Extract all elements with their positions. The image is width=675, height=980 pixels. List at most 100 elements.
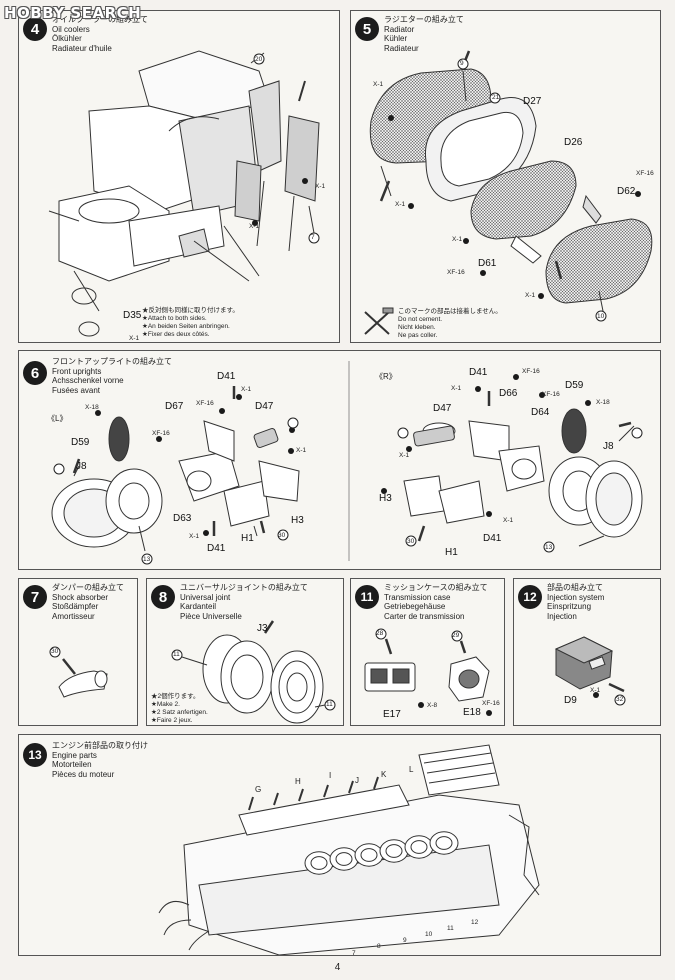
step-6-l-d41-bot: D41 [207, 543, 226, 554]
step-13-titles: エンジン前部品の取り付け Engine parts Motorteilen Pi… [52, 741, 148, 779]
transmission-case-illustration [364, 628, 492, 716]
step-11-part-29: 29 [452, 632, 460, 639]
step-7-panel: 7 ダンパーの組み立て Shock absorber Stoßdämpfer A… [18, 578, 138, 726]
step-8-title-jp: ユニバーサルジョイントの組み立て [180, 583, 308, 592]
step-4-part-x1-b: X-1 [249, 223, 260, 230]
step-11-part-e18: E18 [463, 707, 481, 718]
step-6-r-h3: H3 [379, 493, 392, 504]
step-8-title-fr: Pièce Universelle [180, 611, 242, 621]
step-13-title-de: Motorteilen [52, 760, 92, 769]
step-5-part-x1-d: X-1 [525, 292, 536, 299]
step-5-part-x1-b: X-1 [395, 201, 406, 208]
step-12-part-d9: D9 [564, 695, 577, 706]
step-5-part-d61: D61 [478, 258, 497, 269]
step-6-l-h3: H3 [291, 515, 304, 526]
step-8-part-11-b: 11 [326, 701, 333, 708]
step-7-titles: ダンパーの組み立て Shock absorber Stoßdämpfer Amo… [52, 583, 124, 621]
step-13-letter-i: I [329, 771, 332, 780]
step-13-letter-l: L [409, 765, 414, 774]
step-5-number: 5 [355, 17, 379, 41]
step-13-num-7: 7 [352, 950, 356, 956]
step-11-panel: 11 ミッションケースの組み立て Transmission case Getri… [350, 578, 505, 726]
step-4-part-20: 20 [255, 56, 263, 63]
step-4-note: ★反対側も同様に取り付けます。 ★Attach to both sides. ★… [142, 307, 239, 339]
step-7-part-30: 30 [51, 648, 59, 655]
engine-bore [335, 852, 353, 866]
step-5-note-fr: Ne pas coller. [398, 332, 438, 339]
step-6-r-h1: H1 [445, 547, 458, 558]
step-5-titles: ラジエターの組み立て Radiator Kühler Radiateur [384, 15, 464, 53]
step-5-title-en: Radiator [384, 24, 415, 34]
step-4-number: 4 [23, 17, 47, 41]
step-5-note-jp: このマークの部品は接着しません。 [398, 308, 502, 315]
step-13-panel: 13 エンジン前部品の取り付け Engine parts Motorteilen… [18, 734, 661, 956]
step-5-title-de: Kühler [384, 34, 408, 43]
step-13-num-10: 10 [425, 931, 433, 938]
engine-bore [435, 836, 453, 850]
front-upright-illustration [51, 361, 643, 565]
step-4-part-x1-c: X-1 [129, 335, 140, 342]
step-8-part-11-a: 11 [173, 651, 180, 658]
engine-illustration [158, 744, 540, 955]
injection-system-illustration [554, 636, 626, 706]
engine-bore [360, 848, 378, 862]
step-6-l-h1: H1 [241, 533, 254, 544]
step-6-title-fr: Fusées avant [52, 385, 101, 395]
step-6-l-d67: D67 [165, 401, 184, 412]
step-6-l-xf16-a: XF-16 [152, 430, 170, 437]
step-8-note-jp: ★2個作ります。 [151, 693, 200, 700]
page-number: 4 [334, 962, 341, 973]
step-6-r-d66: D66 [499, 388, 518, 399]
step-12-panel: 12 部品の組み立て Injection system Einspritzung… [513, 578, 661, 726]
step-11-number: 11 [355, 585, 379, 609]
step-6-l-d47: D47 [255, 401, 274, 412]
step-4-part-x1-a: X-1 [315, 183, 326, 190]
step-11-part-xf16: XF-16 [482, 700, 500, 707]
step-6-r-x1-low: X-1 [503, 517, 514, 524]
step-5-part-x1-a: X-1 [373, 81, 384, 88]
step-6-r-xf16-b: XF-16 [542, 391, 560, 398]
step-12-title-de: Einspritzung [547, 602, 592, 611]
step-5-part-21: 21 [492, 94, 500, 101]
step-8-note-en: ★Make 2. [151, 701, 180, 708]
step-8-note-de: ★2 Satz anfertigen. [151, 709, 208, 716]
step-11-part-e17: E17 [383, 709, 401, 720]
step-6-r-13: 13 [545, 544, 553, 551]
step-6-l-d41-top: D41 [217, 371, 236, 382]
step-8-part-j3: J3 [257, 623, 268, 634]
engine-bore [385, 844, 403, 858]
step-7-title-en: Shock absorber [52, 592, 109, 602]
oil-cooler-illustration [48, 50, 320, 337]
radiator-illustration [369, 50, 653, 322]
engine-bore [310, 856, 328, 870]
step-4-note-fr: ★Fixer des deux côtés. [142, 331, 210, 338]
step-13-letter-g: G [255, 785, 262, 794]
step-13-letter-h: H [295, 777, 301, 786]
step-13-num-9: 9 [403, 937, 407, 944]
step-5-part-d62: D62 [617, 186, 636, 197]
step-8-number: 8 [151, 585, 175, 609]
step-6-r-xf16-a: XF-16 [522, 368, 540, 375]
step-12-part-32: 32 [616, 696, 624, 703]
step-5-part-xf16-a: XF-16 [636, 170, 654, 177]
step-12-title-fr: Injection [547, 611, 577, 621]
step-6-l-xf16-b: XF-16 [196, 400, 214, 407]
step-13-title-jp: エンジン前部品の取り付け [52, 741, 148, 750]
step-6-l-x1-mid: X-1 [296, 447, 307, 454]
step-6-r-30: 30 [407, 538, 415, 545]
step-11-title-de: Getriebegehäuse [384, 602, 446, 611]
step-6-l-x18: X-18 [85, 404, 99, 411]
step-12-part-x1: X-1 [590, 687, 601, 694]
watermark-logo: HOBBY SEARCH [4, 4, 142, 22]
step-6-l-x1-low: X-1 [189, 533, 200, 540]
step-7-number: 7 [23, 585, 47, 609]
step-6-l-d63: D63 [173, 513, 192, 524]
step-5-title-jp: ラジエターの組み立て [384, 15, 464, 24]
step-6-r-x1-top: X-1 [451, 385, 462, 392]
step-5-part-d27: D27 [523, 96, 542, 107]
shock-absorber-illustration [49, 646, 108, 698]
step-11-part-28: 28 [376, 630, 384, 637]
step-7-title-fr: Amortisseur [52, 611, 95, 621]
step-8-note-fr: ★Faire 2 jeux. [151, 717, 193, 724]
step-11-title-en: Transmission case [384, 592, 451, 602]
